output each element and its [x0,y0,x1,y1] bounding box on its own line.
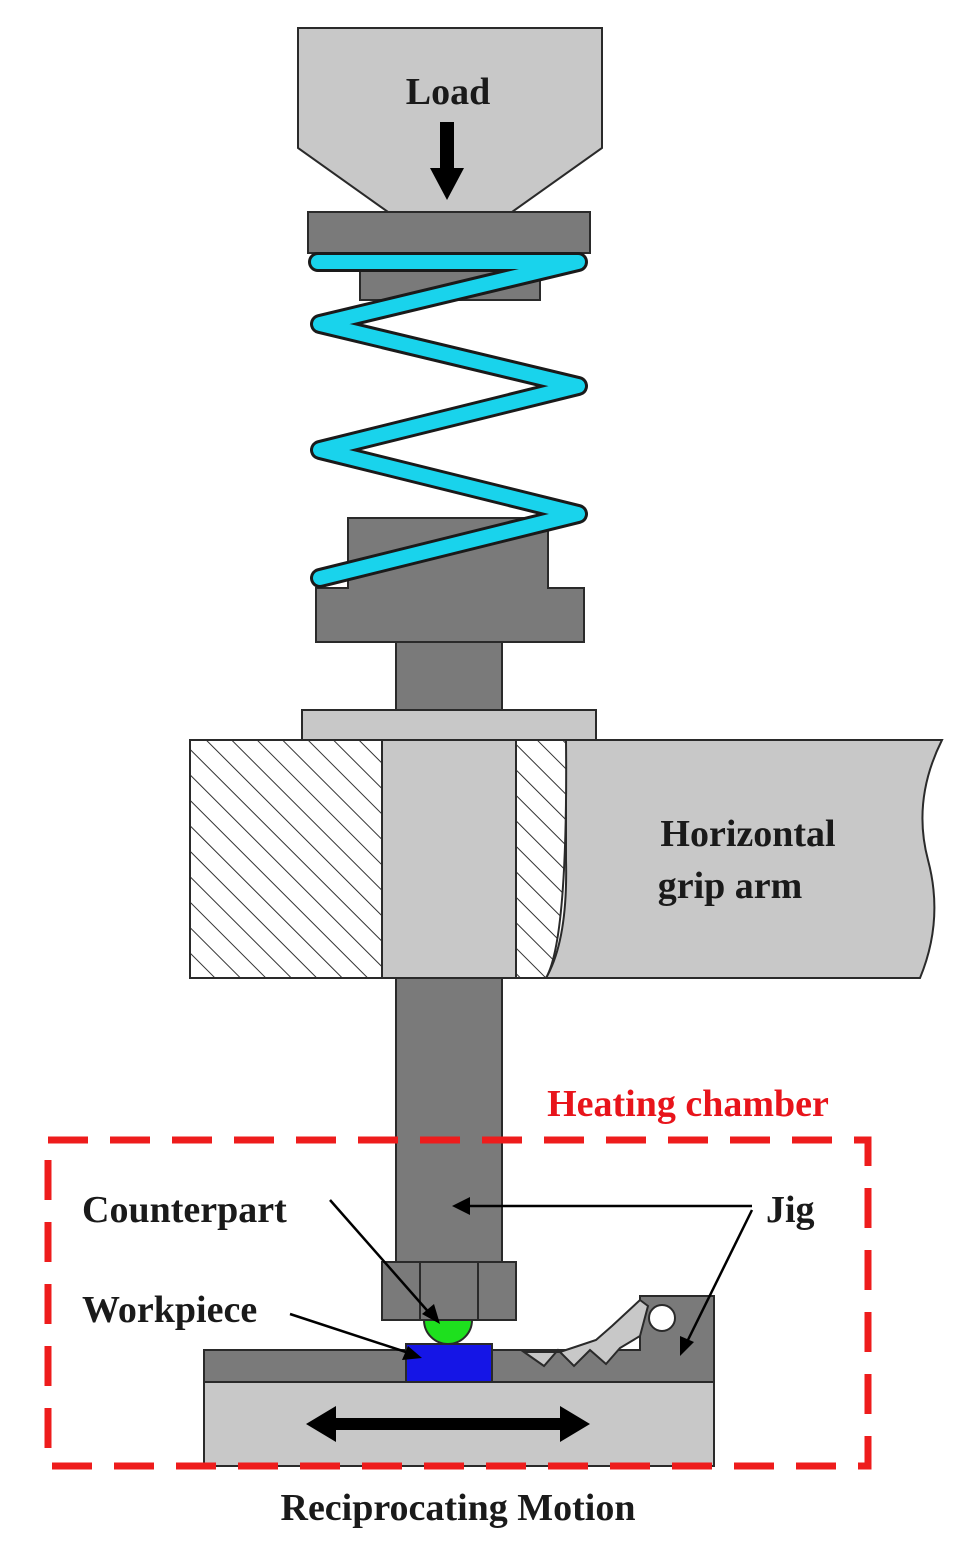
bottom-spring-holder [315,517,585,643]
jig-label: Jig [766,1189,815,1231]
grip-arm-section-left [189,739,383,979]
grip-arm-label-line1: Horizontal [660,813,835,855]
grip-arm-section-right [515,739,568,979]
arrow-down-icon [430,122,464,200]
counterpart-leader-arrow [329,1199,440,1324]
load-label: Load [406,71,490,113]
counterpart-ball [422,1319,474,1345]
jig-pin [648,1304,676,1332]
counterpart-label: Counterpart [82,1189,287,1231]
lower-shaft [395,977,503,1263]
guide-collar [301,709,597,741]
heating-chamber-label: Heating chamber [547,1083,829,1125]
horizontal-grip-arm [544,739,944,979]
workpiece-label: Workpiece [82,1289,257,1331]
workpiece-leader-arrow [289,1312,422,1360]
grip-arm-label-line2: grip arm [658,865,803,907]
double-arrow-horizontal-icon [306,1406,590,1442]
heating-chamber-border [44,1136,872,1470]
counterpart-holder-nut [381,1261,517,1321]
workpiece [405,1343,493,1383]
jig-clamp-lever [520,1298,650,1368]
shaft-bore [381,739,517,979]
spring [308,252,588,588]
upper-shaft [395,641,503,711]
jig-leader-arrows [452,1197,754,1356]
reciprocating-motion-label: Reciprocating Motion [281,1487,636,1529]
